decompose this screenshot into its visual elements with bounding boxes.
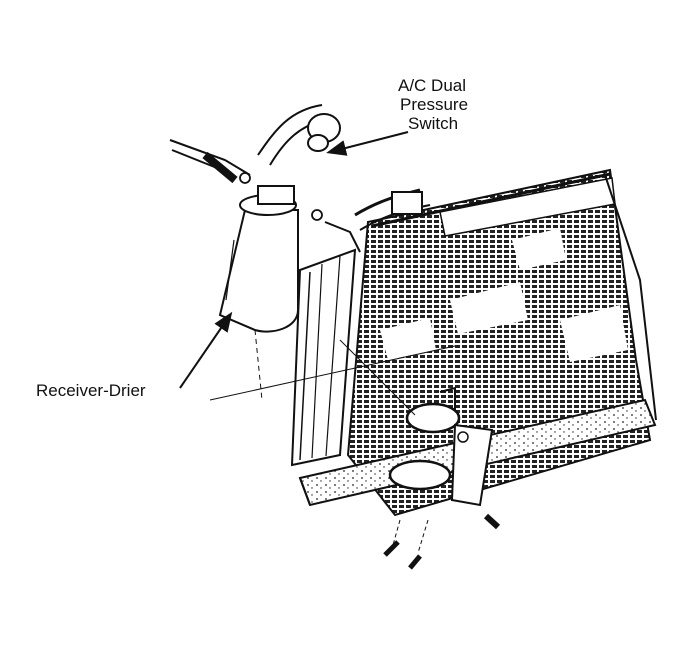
receiver-drier [218,185,299,333]
switch-label-line2: Pressure [400,95,469,114]
condenser-side-tank [290,188,431,467]
refrigerant-lines [169,104,361,253]
dual-pressure-switch-label: A/C Dual Pressure Switch [398,76,468,133]
mounting-bolts [383,513,501,570]
drier-clamp-bracket [388,386,494,507]
switch-label-line3: Switch [408,114,459,133]
receiver-drier-label: Receiver-Drier [36,381,146,400]
assembly-guide-lines [209,329,456,416]
callout-arrows [179,131,409,389]
switch-label-line1: A/C Dual [398,76,467,95]
